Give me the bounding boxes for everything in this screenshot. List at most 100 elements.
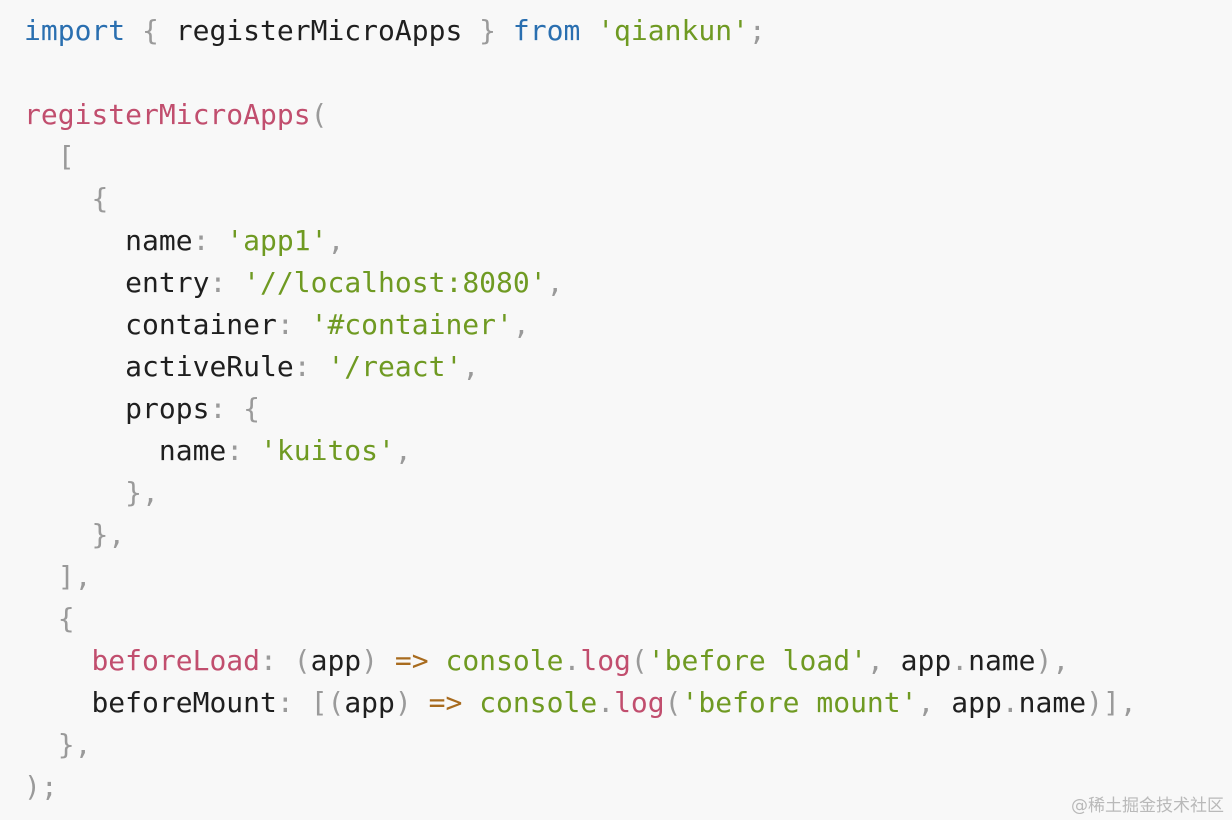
- code-token: [24, 392, 125, 425]
- code-token: log: [614, 686, 665, 719]
- code-line: );: [24, 766, 1137, 808]
- code-token: [496, 14, 513, 47]
- code-token: :: [293, 350, 311, 383]
- code-token: (: [293, 644, 311, 677]
- code-token: :: [192, 224, 210, 257]
- code-token: [412, 686, 429, 719]
- code-token: [209, 224, 226, 257]
- watermark: @稀土掘金技术社区: [1071, 796, 1224, 816]
- code-token: app: [934, 686, 1002, 719]
- code-token: name: [968, 644, 1036, 677]
- code-line: },: [24, 472, 1137, 514]
- code-line: },: [24, 514, 1137, 556]
- code-token: :: [226, 434, 244, 467]
- code-token: {: [91, 182, 109, 215]
- code-line: ],: [24, 556, 1137, 598]
- code-token: ,: [462, 350, 480, 383]
- code-token: name: [125, 224, 193, 257]
- code-token: [429, 644, 446, 677]
- code-line: beforeMount: [(app) => console.log('befo…: [24, 682, 1137, 724]
- code-token: app: [883, 644, 952, 677]
- code-line: entry: '//localhost:8080',: [24, 262, 1137, 304]
- code-line: container: '#container',: [24, 304, 1137, 346]
- code-token: '/react': [327, 350, 463, 383]
- code-token: .: [597, 686, 615, 719]
- code-token: name: [158, 434, 227, 467]
- code-block: import { registerMicroApps } from 'qiank…: [24, 10, 1137, 808]
- code-token: [24, 434, 159, 467]
- code-token: [24, 518, 91, 551]
- code-token: registerMicroApps: [24, 98, 311, 131]
- code-token: [24, 182, 91, 215]
- code-token: 'kuitos': [260, 434, 395, 467]
- code-line: activeRule: '/react',: [24, 346, 1137, 388]
- code-token: [24, 644, 91, 677]
- code-token: },: [125, 476, 159, 509]
- code-token: container: [125, 308, 277, 341]
- code-token: '//localhost:8080': [243, 266, 547, 299]
- code-token: .: [951, 644, 969, 677]
- code-token: {: [142, 14, 159, 47]
- code-token: [226, 266, 243, 299]
- code-line: [: [24, 136, 1137, 178]
- code-token: beforeLoad: [91, 644, 261, 677]
- code-token: log: [580, 644, 631, 677]
- code-token: console: [445, 644, 564, 677]
- code-token: },: [91, 518, 126, 551]
- code-token: ;: [748, 14, 766, 47]
- code-token: 'qiankun': [597, 14, 749, 47]
- code-token: =>: [428, 686, 463, 719]
- code-line: beforeLoad: (app) => console.log('before…: [24, 640, 1137, 682]
- code-line: name: 'app1',: [24, 220, 1137, 262]
- code-token: name: [1018, 686, 1087, 719]
- code-token: .: [563, 644, 581, 677]
- code-token: [24, 224, 125, 257]
- code-token: [: [57, 140, 75, 173]
- code-token: [24, 686, 91, 719]
- code-token: .: [1001, 686, 1019, 719]
- code-token: '#container': [310, 308, 513, 341]
- code-token: {: [57, 602, 75, 635]
- code-token: beforeMount: [91, 686, 277, 719]
- code-line: registerMicroApps(: [24, 94, 1137, 136]
- code-token: [294, 308, 311, 341]
- code-token: ,: [512, 308, 530, 341]
- code-token: 'before load': [647, 644, 867, 677]
- code-token: [462, 686, 479, 719]
- code-line: {: [24, 598, 1137, 640]
- code-token: [294, 686, 311, 719]
- code-token: [580, 14, 597, 47]
- code-token: },: [57, 728, 92, 761]
- code-token: {: [243, 392, 261, 425]
- code-token: [378, 644, 395, 677]
- code-token: ,: [546, 266, 564, 299]
- code-token: app: [344, 686, 395, 719]
- code-token: )],: [1086, 686, 1137, 719]
- code-token: :: [209, 392, 227, 425]
- code-token: [243, 434, 260, 467]
- code-token: ),: [1035, 644, 1070, 677]
- code-line: name: 'kuitos',: [24, 430, 1137, 472]
- code-token: registerMicroApps: [158, 14, 480, 47]
- code-token: from: [512, 14, 581, 47]
- code-line: },: [24, 724, 1137, 766]
- code-token: (: [630, 644, 648, 677]
- code-line: props: {: [24, 388, 1137, 430]
- code-token: [24, 140, 58, 173]
- code-token: 'before mount': [681, 686, 918, 719]
- code-token: [24, 350, 125, 383]
- code-token: app: [310, 644, 362, 677]
- code-token: );: [24, 770, 58, 803]
- code-token: activeRule: [125, 350, 294, 383]
- code-token: =>: [394, 644, 429, 677]
- code-line: {: [24, 178, 1137, 220]
- code-token: ,: [866, 644, 884, 677]
- code-token: props: [125, 392, 210, 425]
- code-token: import: [24, 14, 126, 47]
- code-token: [24, 476, 125, 509]
- code-token: :: [209, 266, 227, 299]
- code-token: [226, 392, 243, 425]
- code-token: 'app1': [226, 224, 328, 257]
- code-token: [311, 350, 328, 383]
- code-token: :: [276, 308, 294, 341]
